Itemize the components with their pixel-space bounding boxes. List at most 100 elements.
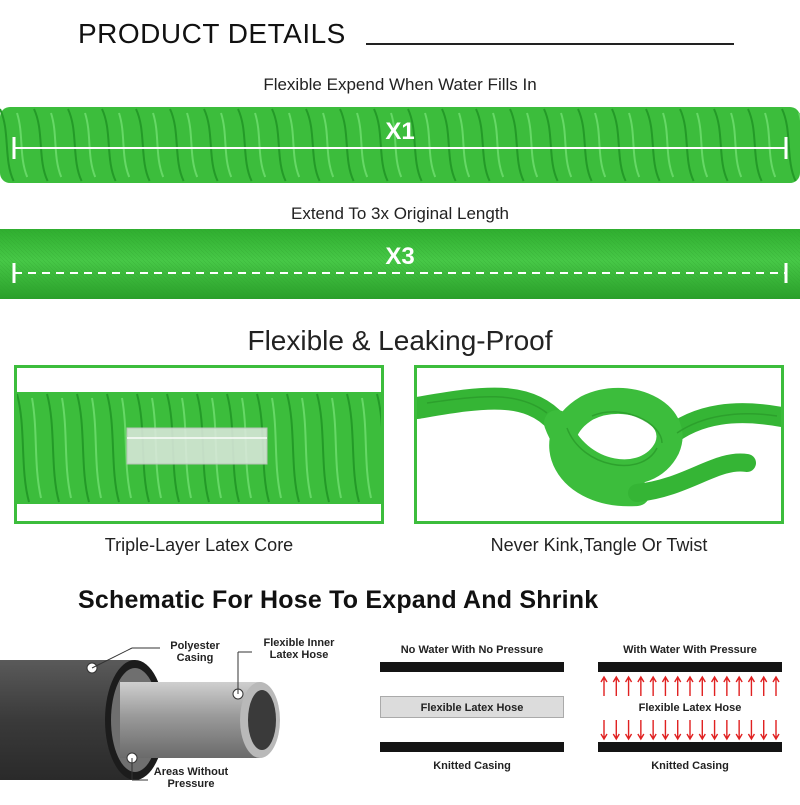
hose-fold-highlight — [594, 112, 607, 178]
hose-fold — [376, 393, 381, 429]
caption-extend: Extend To 3x Original Length — [291, 204, 509, 223]
hose-fold — [106, 393, 120, 503]
pressure-arrow-down — [674, 720, 682, 741]
pressure-arrow-down — [686, 720, 694, 741]
hose-fold-highlight — [91, 397, 102, 499]
hose-fold-highlight — [361, 397, 372, 499]
no-water-top-casing — [380, 662, 564, 672]
hose-fold — [781, 108, 797, 182]
panel-latex-core — [14, 365, 384, 524]
pressure-arrow-up — [612, 675, 620, 696]
hose-fold-highlight — [662, 112, 675, 178]
hose-fold — [33, 108, 49, 182]
pressure-arrow-down — [649, 720, 657, 741]
label-areas-line1: Areas Without — [153, 766, 229, 778]
hose-fold — [67, 108, 83, 182]
label-inner-line2: Latex Hose — [269, 649, 329, 661]
hose-fold-highlight — [254, 112, 267, 178]
hose-fold — [286, 393, 300, 503]
length-mark-x1: X1 — [385, 118, 415, 145]
pressure-arrow-up — [772, 675, 780, 696]
pressure-arrow-up — [686, 675, 694, 696]
hose-contracted-image: X1 — [0, 101, 800, 189]
pressure-arrow-down — [637, 720, 645, 741]
label-polyester-line1: Polyester — [170, 640, 220, 652]
hose-fold — [441, 108, 457, 182]
hose-fold — [679, 108, 695, 182]
hose-fold-highlight — [390, 112, 403, 178]
pressure-arrow-up — [624, 675, 633, 696]
no-water-latex-label: Flexible Latex Hose — [420, 702, 524, 714]
pressure-arrow-down — [710, 720, 719, 741]
caption-latex-core: Triple-Layer Latex Core — [104, 535, 294, 555]
hose-fold — [475, 108, 491, 182]
with-water-top-casing — [598, 662, 782, 672]
with-water-latex-label: Flexible Latex Hose — [596, 702, 784, 714]
label-inner-line1: Flexible Inner — [263, 637, 335, 649]
hose-fold — [713, 108, 729, 182]
pressure-arrow-down — [747, 720, 756, 741]
hose-fold — [577, 108, 593, 182]
pressure-arrow-down — [661, 720, 670, 741]
with-water-casing-label: Knitted Casing — [651, 760, 729, 772]
hose-fold — [747, 108, 763, 182]
pressure-arrow-up — [723, 675, 731, 696]
hose-fold-highlight — [16, 112, 29, 178]
pressure-arrows — [600, 675, 780, 741]
pressure-arrow-up — [637, 675, 645, 696]
hose-fold — [169, 108, 185, 182]
panel-no-kink — [414, 365, 784, 524]
hose-fold-highlight — [492, 112, 505, 178]
hose-fold — [373, 108, 389, 182]
hose-fold — [17, 393, 30, 503]
page-title: PRODUCT DETAILS — [78, 18, 346, 49]
pressure-arrow-down — [760, 720, 768, 741]
hose-fold — [0, 108, 15, 182]
hose-fold-highlight — [356, 112, 369, 178]
length-mark-x3: X3 — [385, 243, 415, 270]
hose-fold — [645, 108, 661, 182]
label-polyester-line2: Casing — [176, 652, 214, 664]
pressure-arrow-up — [760, 675, 768, 696]
hose-fold — [76, 393, 90, 503]
hose-fold-highlight — [301, 397, 312, 499]
features-heading: Flexible & Leaking-Proof — [247, 325, 553, 356]
hose-fold — [339, 108, 355, 182]
hose-fold — [316, 393, 330, 503]
hose-fold-highlight — [288, 112, 301, 178]
with-water-title: With Water With Pressure — [623, 644, 757, 656]
hose-fold-highlight — [331, 397, 342, 499]
pressure-arrow-up — [661, 675, 670, 696]
label-inner-latex: Flexible Inner Latex Hose — [252, 637, 346, 661]
label-areas-line2: Pressure — [167, 778, 215, 790]
hose-fold-highlight — [186, 112, 199, 178]
pressure-arrow-down — [735, 720, 743, 741]
hose-fold-highlight — [220, 112, 233, 178]
pressure-arrow-up — [600, 675, 608, 696]
schematic-heading: Schematic For Hose To Expand And Shrink — [78, 586, 599, 614]
hose-fold-highlight — [118, 112, 131, 178]
no-water-latex-hose — [380, 696, 564, 718]
pressure-arrow-down — [772, 720, 780, 741]
pressure-arrow-up — [747, 675, 756, 696]
no-water-bottom-casing — [380, 742, 564, 752]
hose-cross-section: Polyester Casing Flexible Inner Latex Ho… — [0, 630, 350, 800]
pressure-arrow-up — [710, 675, 719, 696]
pressure-arrow-up — [674, 675, 682, 696]
hose-fold — [305, 108, 321, 182]
hose-fold — [407, 108, 423, 182]
hose-fold — [271, 108, 287, 182]
hose-fold — [203, 108, 219, 182]
label-polyester-casing: Polyester Casing — [160, 640, 230, 664]
hose-fold — [135, 108, 151, 182]
hose-fold-highlight — [50, 112, 63, 178]
pressure-arrow-up — [649, 675, 657, 696]
hose-fold-highlight — [152, 112, 165, 178]
hose-expanded-image: X3 — [0, 229, 800, 299]
pressure-arrow-down — [612, 720, 620, 741]
hose-fold-highlight — [121, 397, 132, 499]
label-areas-without-pressure: Areas Without Pressure — [146, 766, 236, 790]
hose-fold — [46, 393, 60, 503]
pressure-arrow-down — [723, 720, 731, 741]
hose-fold-highlight — [526, 112, 539, 178]
